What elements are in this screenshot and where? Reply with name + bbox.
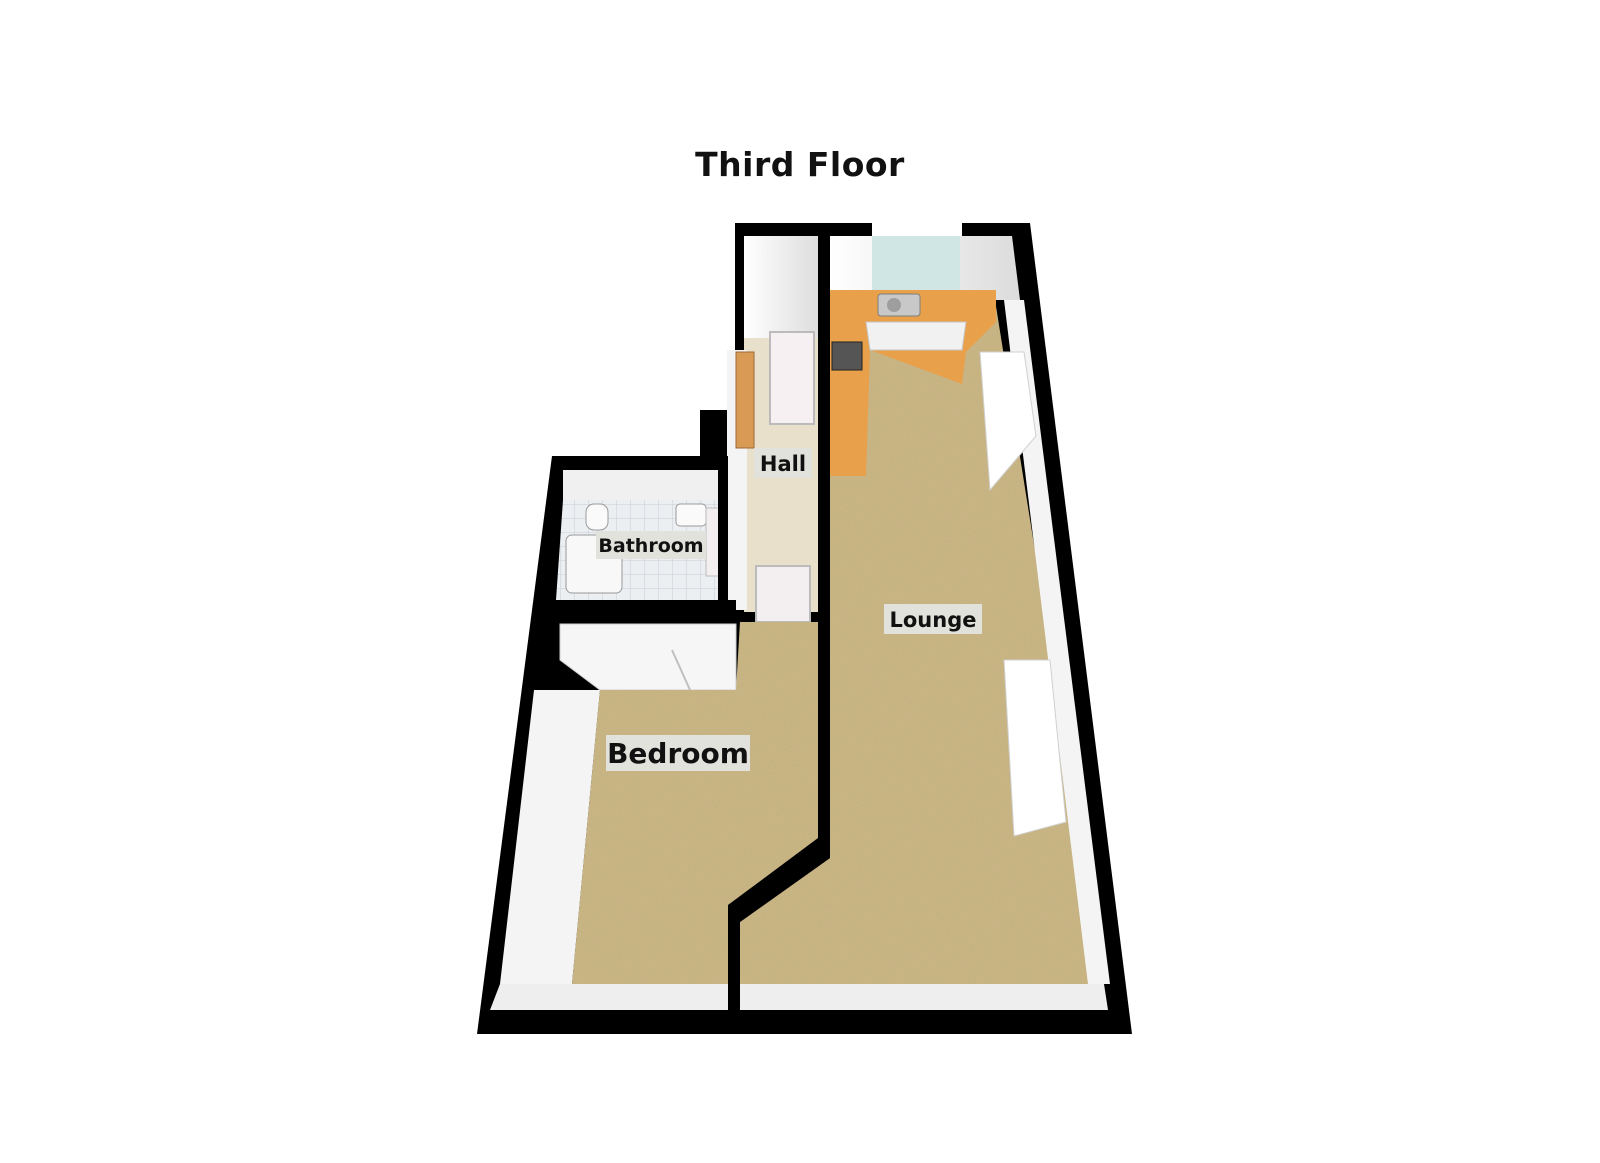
kitchen-cabinets [865,321,967,351]
room-labels: Hall Bathroom Lounge Bedroom [596,448,982,771]
wall-bath-hall [718,456,728,612]
bedroom-floor [572,622,818,984]
hall-door-front [769,331,815,425]
lounge-bottom-wall [722,984,1108,1010]
wall-bath-bedroom [552,600,736,612]
floor-title: Third Floor [695,145,905,184]
bedroom-wardrobe [559,623,737,691]
lounge-window [872,236,960,290]
label-lounge: Lounge [890,608,977,632]
lounge-bay-1 [979,351,1037,492]
label-bathroom: Bathroom [598,535,703,557]
bathroom-wall-face [563,470,720,500]
hall-door-bedroom [755,565,811,623]
room-lounge [722,236,1110,1010]
bedroom-left-wall [500,690,600,984]
label-bedroom: Bedroom [607,737,749,770]
bathroom-toilet [585,503,609,531]
bathroom-basin [675,503,707,527]
wall-lounge-bedroom-diagonal [728,846,830,1034]
lounge-right-wall [1004,300,1110,984]
label-hall: Hall [760,452,806,476]
label-bg-hall [754,448,812,478]
wardrobe-door-line [671,649,691,691]
lounge-bay-2 [1003,659,1067,837]
wall-hall-lounge [818,236,830,858]
label-bg-bathroom [596,531,706,559]
label-bg-lounge [884,604,982,634]
room-bedroom [490,622,818,1010]
label-bg-bedroom [606,735,750,771]
internal-walls [552,236,830,1034]
bedroom-bottom-wall [490,984,728,1010]
kitchen-hob [831,341,863,371]
sink-bowl [887,298,901,312]
hall-wall-face [744,236,822,338]
hall-door-wood [735,351,755,449]
